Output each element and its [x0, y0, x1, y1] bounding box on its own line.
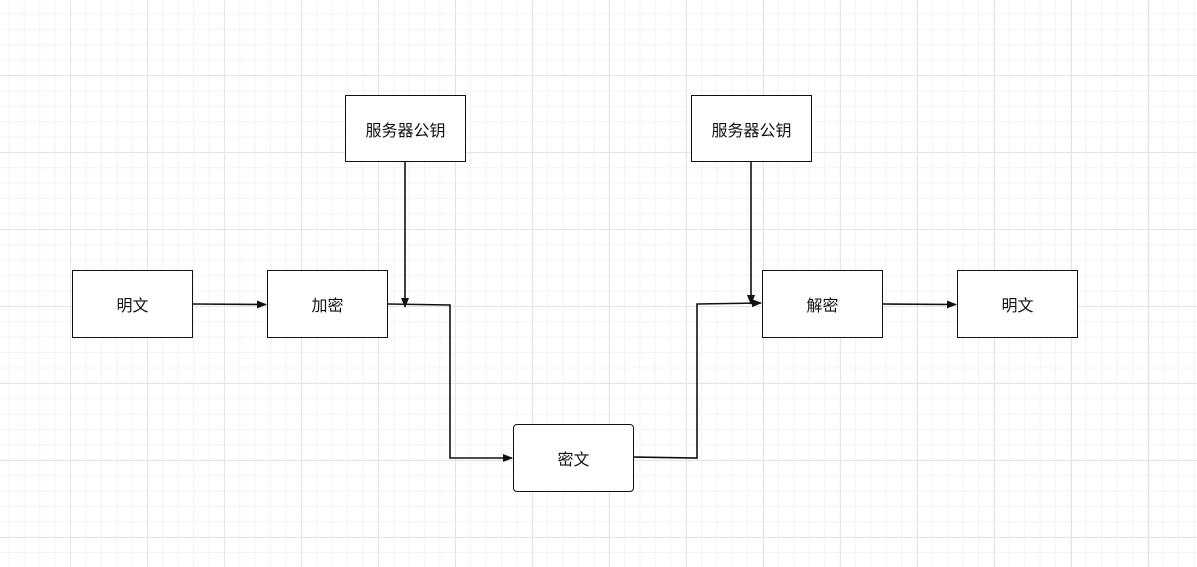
node-plaintext-input[interactable]: 明文 — [72, 270, 193, 338]
node-encrypt[interactable]: 加密 — [267, 270, 388, 338]
node-decrypt-label: 解密 — [806, 296, 839, 315]
node-plaintext-input-label: 明文 — [116, 296, 149, 315]
node-ciphertext[interactable]: 密文 — [513, 424, 634, 492]
node-encrypt-label: 加密 — [311, 296, 344, 315]
edge-encrypt-to-ciphertext — [387, 303, 513, 462]
node-ciphertext-label: 密文 — [557, 450, 590, 469]
node-server-public-key-left-label: 服务器公钥 — [365, 120, 446, 140]
edge-decrypt-to-plaintext — [882, 300, 957, 309]
node-server-public-key-left[interactable]: 服务器公钥 — [345, 95, 466, 162]
edge-ciphertext-to-decrypt — [633, 299, 762, 459]
node-plaintext-output[interactable]: 明文 — [957, 270, 1078, 338]
node-server-public-key-right[interactable]: 服务器公钥 — [691, 95, 812, 162]
node-decrypt[interactable]: 解密 — [762, 270, 883, 338]
node-plaintext-output-label: 明文 — [1001, 296, 1034, 315]
node-server-public-key-right-label: 服务器公钥 — [711, 120, 792, 140]
edge-plaintext-to-encrypt — [192, 300, 267, 309]
